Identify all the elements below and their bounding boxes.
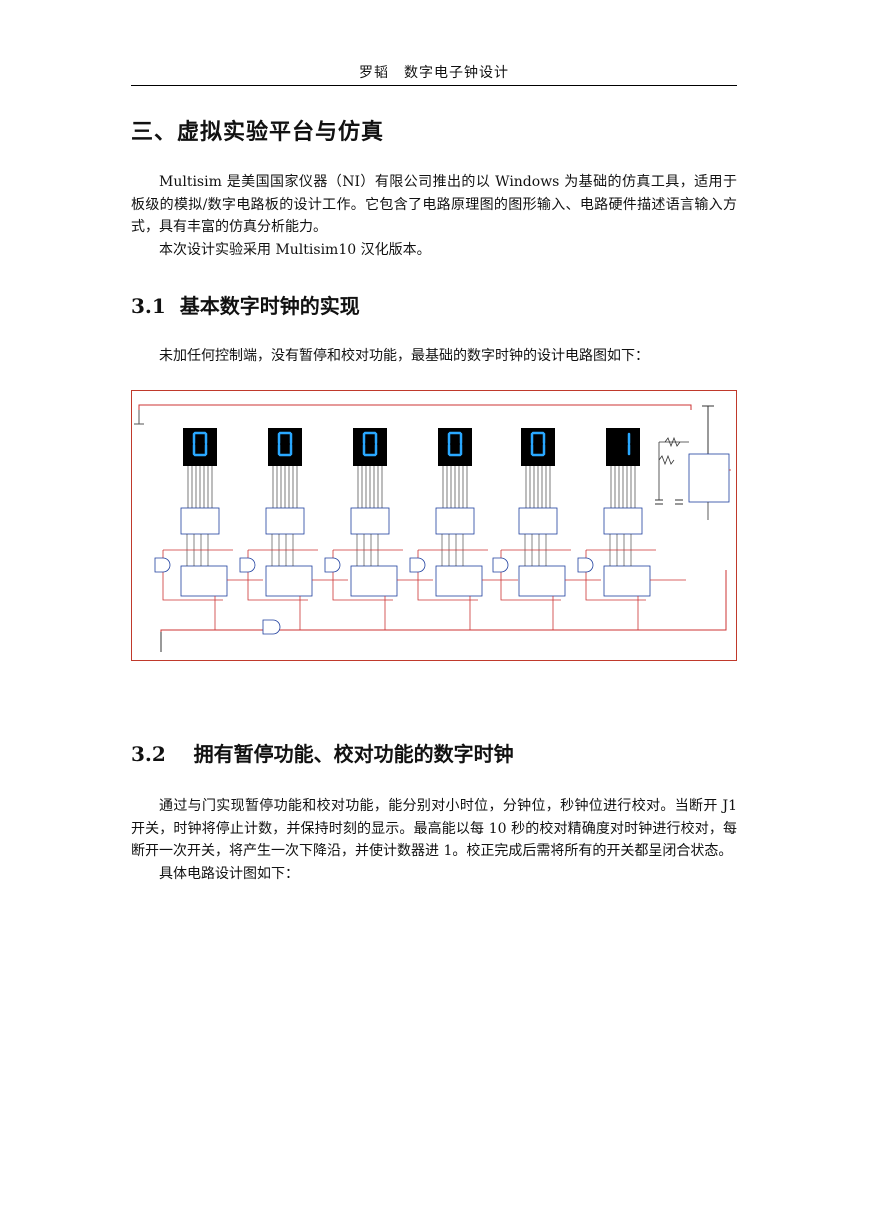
- decoder-chip: [265, 507, 305, 535]
- counter-chip: [350, 565, 398, 597]
- section-3-2-number: 3.2: [131, 742, 166, 766]
- figure-border: [131, 390, 737, 661]
- section-3-2-title: 拥有暂停功能、校对功能的数字时钟: [193, 742, 514, 766]
- section-3-1-body: 未加任何控制端，没有暂停和校对功能，最基础的数字时钟的设计电路图如下：: [131, 345, 737, 368]
- logic-gate: [577, 557, 594, 573]
- circuit-svg: [131, 390, 737, 661]
- seven-seg-display: [353, 428, 387, 466]
- resistor-2: [658, 454, 675, 466]
- section-3-1-paragraph: 未加任何控制端，没有暂停和校对功能，最基础的数字时钟的设计电路图如下：: [159, 348, 649, 364]
- and-gate: [262, 619, 281, 635]
- section-3-1-heading: 3.1 基本数字时钟的实现: [131, 290, 360, 319]
- counter-chip: [518, 565, 566, 597]
- seven-seg-display: [606, 428, 640, 466]
- counter-chip: [180, 565, 228, 597]
- section-3-2-heading: 3.2 拥有暂停功能、校对功能的数字时钟: [131, 738, 514, 767]
- decoder-chip: [518, 507, 558, 535]
- section-3-paragraph-1: Multisim 是美国国家仪器（NI）有限公司推出的以 Windows 为基础…: [131, 174, 737, 235]
- resistor-1: [664, 436, 681, 448]
- section-3-1-title: 基本数字时钟的实现: [179, 294, 360, 318]
- section-3-body: Multisim 是美国国家仪器（NI）有限公司推出的以 Windows 为基础…: [131, 171, 737, 261]
- seven-seg-display: [521, 428, 555, 466]
- timer-chip: [688, 453, 730, 503]
- seven-seg-display: [183, 428, 217, 466]
- logic-gate: [492, 557, 509, 573]
- counter-chip: [265, 565, 313, 597]
- decoder-chip: [435, 507, 475, 535]
- seven-seg-display: [438, 428, 472, 466]
- section-3-2-paragraph-1: 通过与门实现暂停功能和校对功能，能分别对小时位，分钟位，秒钟位进行校对。当断开 …: [131, 798, 737, 859]
- page-header: 罗韬 数字电子钟设计: [359, 65, 509, 81]
- header-rule: [131, 85, 737, 86]
- logic-gate: [409, 557, 426, 573]
- logic-gate: [154, 557, 171, 573]
- section-3-paragraph-2: 本次设计实验采用 Multisim10 汉化版本。: [159, 241, 431, 258]
- top-rail-wire: [138, 404, 692, 410]
- seven-seg-display: [268, 428, 302, 466]
- decoder-chip: [603, 507, 643, 535]
- circuit-diagram: [131, 390, 737, 661]
- logic-gate: [239, 557, 256, 573]
- decoder-chip: [180, 507, 220, 535]
- section-3-1-number: 3.1: [131, 294, 166, 318]
- section-3-2-body: 通过与门实现暂停功能和校对功能，能分别对小时位，分钟位，秒钟位进行校对。当断开 …: [131, 795, 737, 885]
- logic-gate: [324, 557, 341, 573]
- counter-chip: [603, 565, 651, 597]
- counter-chip: [435, 565, 483, 597]
- decoder-chip: [350, 507, 390, 535]
- section-3-2-paragraph-2: 具体电路设计图如下：: [159, 865, 299, 882]
- section-3-heading: 三、虚拟实验平台与仿真: [131, 120, 385, 145]
